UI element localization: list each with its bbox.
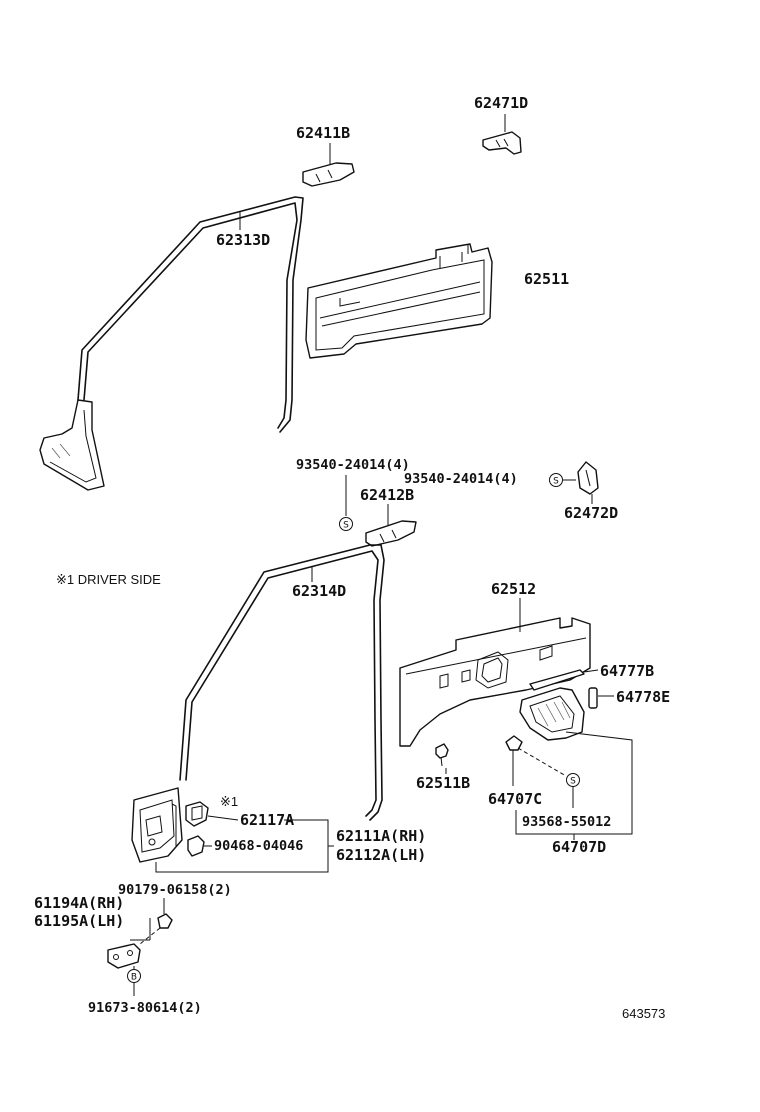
part-62512-panel (399, 598, 591, 747)
bracket-62111A (155, 819, 329, 873)
diagram-id: 643573 (622, 1006, 665, 1021)
bolt-91673: B (127, 969, 141, 983)
bracket-64707D (515, 731, 633, 835)
part-64777B-strip (529, 669, 599, 691)
label-91673: 91673-80614(2) (88, 1000, 202, 1016)
label-62511B: 62511B (416, 774, 470, 792)
part-61194A-check-arm (107, 943, 141, 969)
screw-93568: S (566, 773, 580, 787)
note-driver-side: ※1 DRIVER SIDE (56, 572, 161, 587)
badge-b: B (131, 973, 137, 983)
label-93568: 93568-55012 (522, 814, 611, 830)
part-90468-clip (187, 835, 212, 857)
screw-93540-right: S (549, 473, 563, 487)
label-62412B: 62412B (360, 486, 414, 504)
part-62511B-bolt (435, 743, 449, 774)
label-62112A: 62112A(LH) (336, 846, 426, 864)
label-90179: 90179-06158(2) (118, 882, 232, 898)
part-90179-nut (157, 913, 173, 929)
part-64778E-pin (588, 687, 614, 709)
label-62314D: 62314D (292, 582, 346, 600)
svg-text:S: S (570, 777, 576, 787)
label-61195A: 61195A(LH) (34, 912, 124, 930)
label-62472D: 62472D (564, 504, 618, 522)
part-62511-panel (305, 243, 493, 359)
svg-text:S: S (553, 477, 559, 487)
screw-93540-left: S (339, 517, 353, 531)
label-64778E: 64778E (616, 688, 670, 706)
label-61194A: 61194A(RH) (34, 894, 124, 912)
part-64707D-box (519, 687, 585, 741)
label-mark1: ※1 (220, 794, 238, 809)
label-62313D: 62313D (216, 231, 270, 249)
part-door-lower-corner (131, 787, 183, 863)
label-62111A: 62111A(RH) (336, 827, 426, 845)
part-62472D-clip (577, 461, 599, 504)
label-64707C: 64707C (488, 790, 542, 808)
part-62313D-weatherstrip (77, 196, 304, 433)
label-62511: 62511 (524, 270, 569, 288)
part-corner-trim-upper (39, 399, 105, 491)
label-64707D: 64707D (552, 838, 606, 856)
label-62117A: 62117A (240, 811, 294, 829)
part-62117A-clip (185, 801, 239, 827)
label-62512: 62512 (491, 580, 536, 598)
label-90468: 90468-04046 (214, 838, 303, 854)
label-64777B: 64777B (600, 662, 654, 680)
part-64707C-clip (505, 735, 523, 786)
part-62412B-clip (365, 504, 417, 547)
label-62471D: 62471D (474, 94, 528, 112)
label-93540-right: 93540-24014(4) (404, 471, 518, 487)
badge-s: S (343, 521, 349, 531)
part-62471D-clip (482, 114, 522, 155)
part-62314D-weatherstrip (179, 544, 385, 821)
label-93540-left: 93540-24014(4) (296, 457, 410, 473)
part-62411B-clip (302, 143, 355, 187)
label-62411B: 62411B (296, 124, 350, 142)
